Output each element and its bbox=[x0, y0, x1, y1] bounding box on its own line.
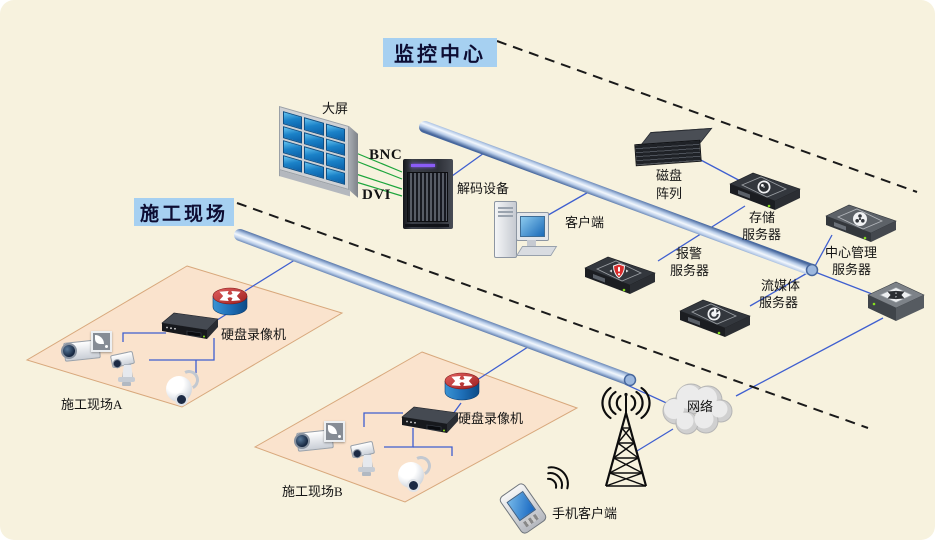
storage-server-label: 存储 bbox=[749, 210, 776, 225]
ethernet-switch bbox=[867, 281, 925, 321]
site-b-dvr bbox=[401, 406, 459, 433]
stream-swirl-icon bbox=[707, 307, 721, 321]
network-pipe-top bbox=[419, 121, 819, 277]
disk-array bbox=[633, 127, 713, 167]
dvi-label: DVI bbox=[362, 187, 392, 203]
site-b-dvr-label: 硬盘录像机 bbox=[458, 411, 524, 426]
client-pc-screen bbox=[520, 216, 545, 237]
alarm-server-label: 服务器 bbox=[670, 263, 710, 278]
bnc-label: BNC bbox=[369, 147, 403, 163]
stream-server-label: 服务器 bbox=[759, 295, 799, 310]
client-pc-keyboard bbox=[516, 246, 558, 256]
storage-server bbox=[729, 172, 801, 210]
client-label: 客户端 bbox=[565, 215, 605, 230]
video-cables bbox=[355, 152, 403, 197]
radio-tower bbox=[601, 386, 651, 487]
client-pc-monitor bbox=[516, 212, 549, 241]
site-a-box-camera bbox=[61, 331, 112, 362]
cloud-label: 网络 bbox=[687, 399, 714, 414]
dashed-boundary-bottom bbox=[236, 202, 869, 429]
central-server-label: 服务器 bbox=[832, 262, 872, 277]
camera-lens-icon bbox=[61, 343, 77, 359]
decoder-slats bbox=[407, 172, 448, 222]
site-a-name-label: 施工现场A bbox=[61, 397, 123, 412]
phone-waves-icon bbox=[546, 466, 569, 490]
network-cloud bbox=[662, 383, 733, 435]
central-server-label: 中心管理 bbox=[825, 245, 878, 260]
site-b-dome-camera bbox=[394, 453, 434, 494]
tower-waves-icon bbox=[601, 386, 651, 420]
alarm-shield-icon bbox=[609, 263, 629, 279]
site-b-router bbox=[445, 373, 479, 400]
camera-badge-icon bbox=[91, 331, 112, 352]
site-b-box-camera bbox=[294, 421, 345, 452]
decoder-foot bbox=[405, 224, 449, 227]
disk-array-label: 磁盘 bbox=[656, 168, 683, 183]
network-pipe-bottom bbox=[234, 229, 637, 387]
decoder-device bbox=[403, 159, 453, 229]
site-b-ptz-camera bbox=[349, 440, 384, 479]
big-screen-label: 大屏 bbox=[322, 101, 349, 116]
video-wall-side bbox=[349, 126, 358, 198]
client-pc-stand bbox=[527, 240, 536, 246]
alarm-server bbox=[584, 256, 656, 294]
film-reel-icon bbox=[853, 212, 867, 226]
site-a-router bbox=[213, 288, 247, 315]
site-b-name-label: 施工现场B bbox=[282, 484, 343, 499]
zone-boundary-dashes bbox=[236, 40, 918, 429]
dashed-boundary-top bbox=[496, 40, 918, 193]
site-a-dome-camera bbox=[162, 367, 202, 408]
monitoring-center-header: 监控中心 bbox=[383, 38, 497, 67]
switch-arrows-icon bbox=[887, 290, 905, 300]
disk-array-label: 阵列 bbox=[656, 186, 683, 201]
site-a-dvr-label: 硬盘录像机 bbox=[221, 327, 287, 342]
alarm-server-label: 报警 bbox=[676, 246, 703, 261]
decoder-led bbox=[411, 164, 435, 167]
site-a-ptz-camera bbox=[109, 350, 144, 389]
storage-server-label: 服务器 bbox=[742, 227, 782, 242]
decoder-label: 解码设备 bbox=[457, 181, 510, 196]
site-a-zone bbox=[25, 265, 344, 408]
storage-disk-icon bbox=[757, 180, 771, 194]
stream-server-label: 流媒体 bbox=[761, 278, 801, 293]
disk-array-front bbox=[634, 139, 702, 167]
client-pc-tower bbox=[494, 201, 517, 258]
camera-lens-icon bbox=[294, 433, 310, 449]
camera-badge-icon bbox=[324, 421, 345, 442]
streaming-media-server bbox=[679, 299, 751, 337]
mobile-label: 手机客户端 bbox=[552, 506, 618, 521]
central-management-server bbox=[825, 204, 897, 242]
construction-site-header: 施工现场 bbox=[134, 198, 234, 226]
site-a-dvr bbox=[161, 312, 219, 339]
